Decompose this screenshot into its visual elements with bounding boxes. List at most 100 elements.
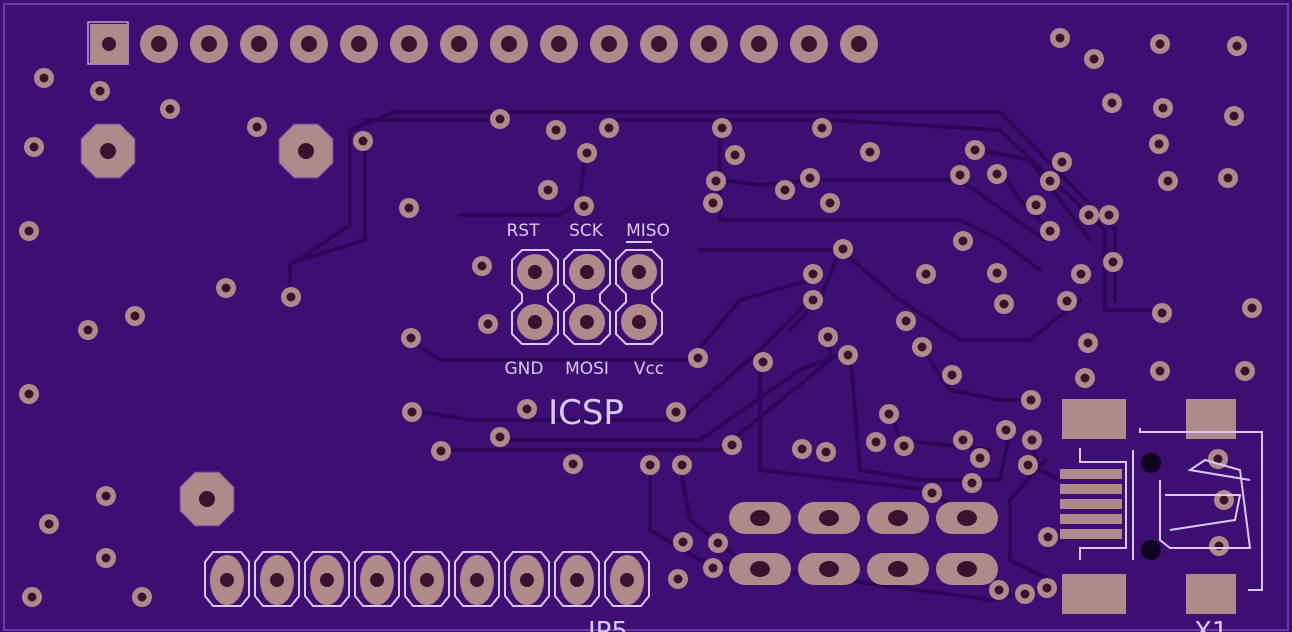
pin-hole: [750, 561, 770, 577]
usb-shield-pad-bl: [1062, 574, 1126, 614]
via-hole: [130, 311, 140, 321]
header-bottom: [204, 551, 650, 607]
via-hole: [221, 283, 231, 293]
icsp-label-vcc: Vcc: [634, 359, 664, 379]
via-hole: [95, 86, 105, 96]
header-top-round-pins: [140, 25, 878, 63]
usb-shield-pad-br: [1186, 574, 1236, 614]
via-hole: [1031, 200, 1041, 210]
header-top-pins: [90, 24, 128, 64]
header-bottom-silk: [354, 551, 400, 607]
via-hole: [101, 553, 111, 563]
via-hole: [727, 440, 737, 450]
pin-hole: [957, 510, 977, 526]
icsp-header: RST SCK MISO GND MOSI Vcc ICSP: [505, 221, 670, 433]
icsp-title: ICSP: [548, 393, 624, 433]
via-hole: [83, 325, 93, 335]
icsp-label-miso: MISO: [626, 221, 670, 241]
pin-hole: [251, 36, 267, 52]
header-bottom-silk: [404, 551, 450, 607]
via-hole: [865, 147, 875, 157]
via-hole: [992, 169, 1002, 179]
via-hole: [1163, 176, 1173, 186]
via-hole: [543, 185, 553, 195]
via-hole: [955, 170, 965, 180]
pin-hole: [528, 265, 542, 279]
usb-shield-pad-tl: [1062, 399, 1126, 439]
via-hole: [673, 574, 683, 584]
via-hole: [713, 538, 723, 548]
via-hole: [958, 236, 968, 246]
icsp-label-gnd: GND: [505, 359, 544, 379]
via-hole: [821, 447, 831, 457]
oval-pad-array: [729, 502, 998, 585]
via-hole: [1107, 98, 1117, 108]
via-hole: [958, 435, 968, 445]
via-hole: [825, 198, 835, 208]
via-hole: [1080, 373, 1090, 383]
via-hole: [677, 460, 687, 470]
via-hole: [1062, 296, 1072, 306]
via-hole: [1083, 338, 1093, 348]
via-hole: [871, 437, 881, 447]
header-bottom-silk: [254, 551, 300, 607]
pin-hole: [420, 573, 434, 587]
header-bottom-silk: [604, 551, 650, 607]
header-bottom-silk: [554, 551, 600, 607]
icsp-label-sck: SCK: [569, 221, 604, 241]
via-hole: [805, 173, 815, 183]
pin-hole: [580, 315, 594, 329]
via-hole: [358, 136, 368, 146]
via-hole: [477, 261, 487, 271]
via-hole: [483, 319, 493, 329]
via-hole: [947, 370, 957, 380]
via-hole: [967, 478, 977, 488]
pin-hole: [551, 36, 567, 52]
via-hole: [1001, 425, 1011, 435]
via-hole: [568, 459, 578, 469]
via-hole: [604, 123, 614, 133]
pin-hole: [801, 36, 817, 52]
usb-connector: X1: [1060, 399, 1263, 632]
via-hole: [992, 268, 1002, 278]
via-hole: [165, 104, 175, 114]
via-hole: [975, 453, 985, 463]
via-hole: [1057, 157, 1067, 167]
via-hole: [551, 125, 561, 135]
via-hole: [899, 441, 909, 451]
pin-hole: [819, 561, 839, 577]
usb-signal-pads: [1060, 469, 1122, 539]
via-hole: [1229, 111, 1239, 121]
pin-hole: [520, 573, 534, 587]
via-hole: [823, 332, 833, 342]
via-hole: [436, 446, 446, 456]
via-hole: [1157, 308, 1167, 318]
via-hole: [39, 73, 49, 83]
via-hole: [1213, 454, 1223, 464]
pin-hole: [220, 573, 234, 587]
via-hole: [730, 150, 740, 160]
via-hole: [252, 122, 262, 132]
via-hole: [582, 148, 592, 158]
via-hole: [24, 389, 34, 399]
via-hole: [843, 350, 853, 360]
board-edge: [3, 3, 1289, 631]
pin-hole: [957, 561, 977, 577]
via-hole: [1042, 583, 1052, 593]
pin-hole: [102, 37, 116, 51]
mounting-holes: [80, 123, 334, 527]
via-hole: [1026, 395, 1036, 405]
via-hole: [404, 203, 414, 213]
via-hole: [44, 519, 54, 529]
via-hole: [24, 226, 34, 236]
via-hole: [1240, 366, 1250, 376]
pin-hole: [301, 36, 317, 52]
via-hole: [711, 176, 721, 186]
via-hole: [1158, 103, 1168, 113]
pin-hole: [501, 36, 517, 52]
via-hole: [1219, 495, 1229, 505]
via-hole: [1020, 589, 1030, 599]
pin-hole: [401, 36, 417, 52]
mounting-hole-3-drill: [199, 491, 215, 507]
icsp-pins: [517, 254, 657, 340]
